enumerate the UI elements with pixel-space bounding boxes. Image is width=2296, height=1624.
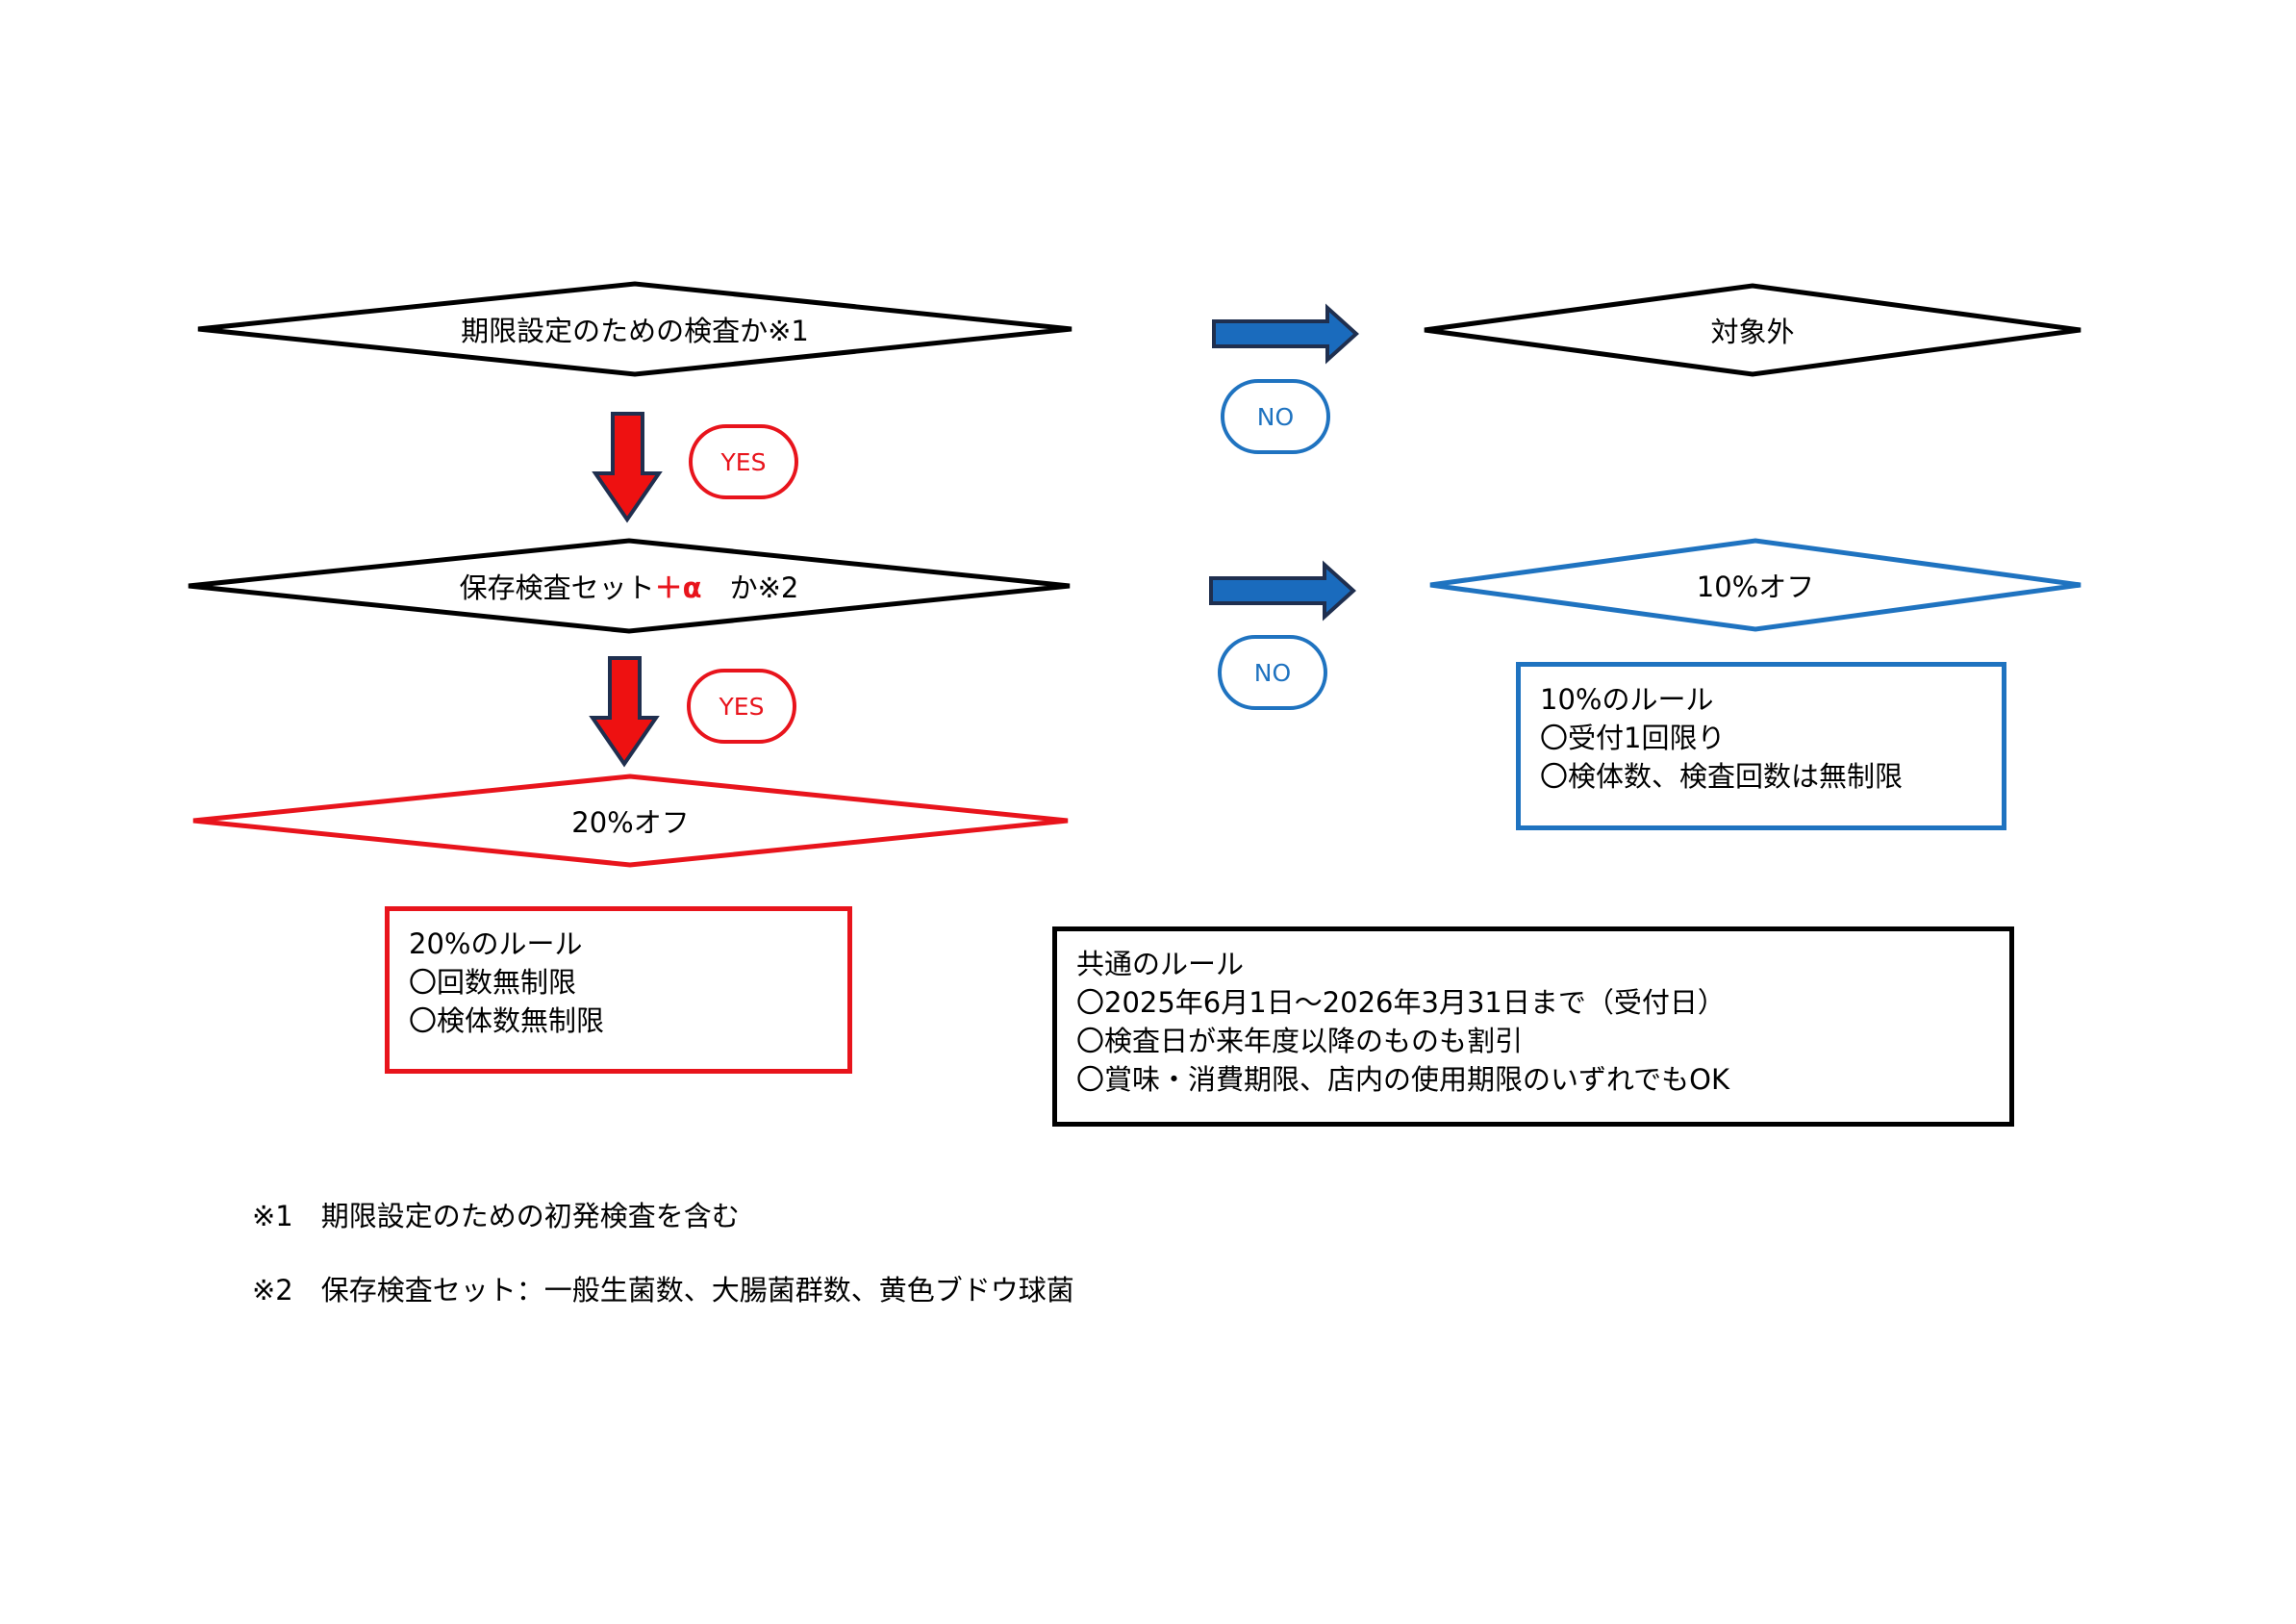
rules-20-title: 20%のルール (409, 927, 583, 960)
result-diamond-out-of-scope (1424, 283, 2082, 377)
decision-q2-suffix: か※2 (701, 571, 799, 604)
footnote-2: ※2 保存検査セット：一般生菌数、大腸菌群数、黄色ブドウ球菌 (252, 1274, 1074, 1307)
result-diamond-20 (192, 774, 1069, 868)
rules-common-item: 〇検査日が来年度以降のものも割引 (1076, 1025, 1524, 1057)
rules-10-box: 10%のルール 〇受付1回限り 〇検体数、検査回数は無制限 (1516, 662, 2006, 830)
rules-20-item: 〇回数無制限 (409, 966, 577, 999)
result-10-label: 10%オフ (1696, 571, 1815, 603)
decision-q1-label: 期限設定のための検査か※1 (461, 315, 809, 347)
rules-common-item: 〇賞味・消費期限、店内の使用期限のいずれでもOK (1076, 1063, 1729, 1096)
rules-10-item: 〇受付1回限り (1540, 722, 1726, 754)
yes-badge-1: YES (689, 424, 798, 499)
no-badge-2: NO (1218, 635, 1327, 710)
rules-20-item: 〇検体数無制限 (409, 1004, 605, 1037)
rules-10-item: 〇検体数、検査回数は無制限 (1540, 760, 1904, 793)
yes-badge-2: YES (687, 669, 796, 744)
right-arrow-icon (1209, 560, 1356, 622)
rules-common-box: 共通のルール 〇2025年6月1日～2026年3月31日まで（受付日） 〇検査日… (1052, 926, 2014, 1127)
rules-common-title: 共通のルール (1076, 948, 1245, 980)
decision-diamond-q1 (197, 281, 1072, 377)
result-20-label: 20%オフ (571, 806, 690, 839)
decision-q2-accent: ＋α (654, 571, 702, 604)
decision-q2-prefix: 保存検査セット (459, 571, 655, 604)
rules-10-title: 10%のルール (1540, 683, 1714, 716)
right-arrow-icon (1212, 303, 1359, 365)
rules-20-box: 20%のルール 〇回数無制限 〇検体数無制限 (385, 906, 852, 1074)
down-arrow-icon (589, 656, 660, 768)
rules-common-item: 〇2025年6月1日～2026年3月31日まで（受付日） (1076, 986, 1726, 1019)
result-diamond-10 (1429, 538, 2082, 632)
decision-diamond-q2 (188, 538, 1071, 634)
no-badge-1: NO (1221, 379, 1330, 454)
out-of-scope-label: 対象外 (1710, 316, 1795, 348)
decision-q2-label: 保存検査セット＋α か※2 (189, 565, 1070, 607)
down-arrow-icon (592, 412, 663, 523)
footnote-1: ※1 期限設定のための初発検査を含む (252, 1200, 740, 1232)
